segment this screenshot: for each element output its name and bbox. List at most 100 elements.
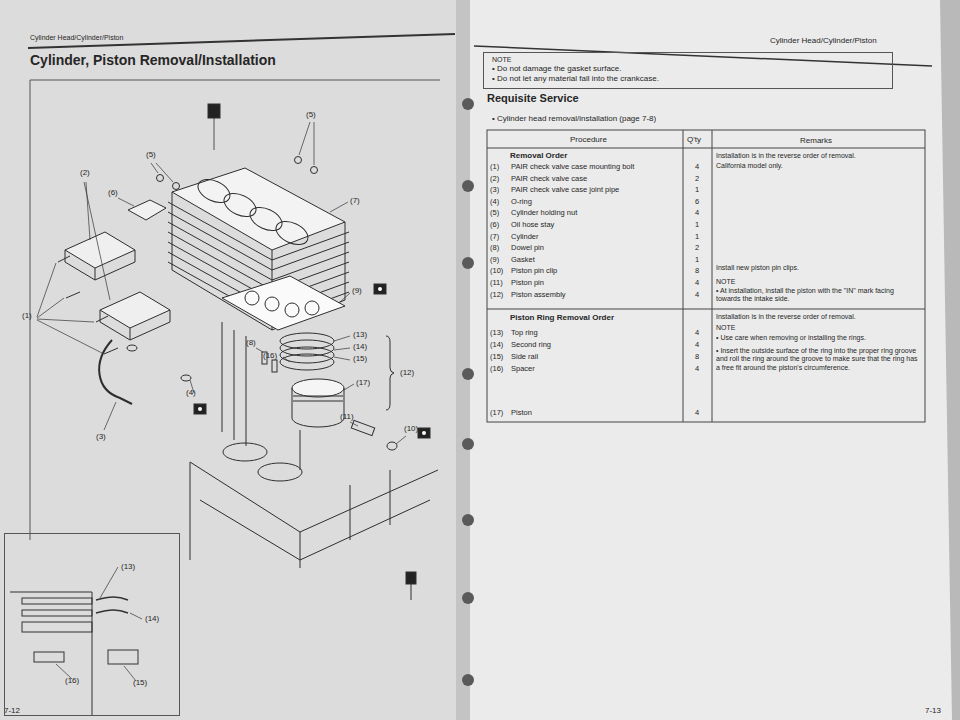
callout-number: (17) xyxy=(356,378,370,388)
table-cell: Second ring xyxy=(511,340,551,349)
callout-number: (14) xyxy=(145,614,159,624)
table-cell: NOTE xyxy=(716,278,735,286)
page-number: 7-13 xyxy=(925,706,941,716)
table-cell: NOTE xyxy=(716,324,735,332)
table-cell: Gasket xyxy=(511,255,535,264)
ring-inset-drawing xyxy=(10,567,142,716)
table-cell: 4 xyxy=(695,408,699,417)
table-cell: Piston Ring Removal Order xyxy=(510,313,614,323)
table-cell: (8) xyxy=(490,243,499,252)
page-number: 7-12 xyxy=(4,706,20,716)
page-title: Cylinder, Piston Removal/Installation xyxy=(30,52,276,69)
callout-number: (8) xyxy=(246,338,256,348)
table-cell: Spacer xyxy=(511,364,535,373)
table-cell: 1 xyxy=(695,232,699,241)
table-cell: PAIR check valve case xyxy=(511,174,587,183)
table-cell: (7) xyxy=(490,232,499,241)
callout-number: (3) xyxy=(96,432,106,442)
table-cell: 4 xyxy=(695,278,699,287)
figure-frame xyxy=(30,80,440,540)
table-cell: Installation is in the reverse order of … xyxy=(716,313,856,321)
table-cell: (12) xyxy=(490,290,503,299)
table-cell: (11) xyxy=(490,278,503,287)
table-cell: Piston xyxy=(511,408,532,417)
header-rule xyxy=(474,46,932,66)
left-page xyxy=(0,0,466,720)
table-cell: (4) xyxy=(490,197,499,206)
table-cell: (10) xyxy=(490,266,503,275)
table-cell: PAIR check valve case joint pipe xyxy=(511,185,619,194)
leader-lines xyxy=(37,122,406,444)
table-cell: Dowel pin xyxy=(511,243,544,252)
callout-number: (15) xyxy=(133,678,147,688)
table-cell: Top ring xyxy=(511,328,538,337)
table-cell: Install new piston pin clips. xyxy=(716,264,799,272)
procedure-table xyxy=(487,130,925,422)
callout-number: (16) xyxy=(263,351,277,361)
table-cell: 6 xyxy=(695,197,699,206)
callout-number: (5) xyxy=(306,110,316,120)
table-cell: O-ring xyxy=(511,197,532,206)
callout-number: (5) xyxy=(146,150,156,160)
table-cell: (1) xyxy=(490,162,499,171)
callout-number: (1) xyxy=(22,311,32,321)
table-cell: 2 xyxy=(695,174,699,183)
right-page xyxy=(466,0,952,720)
inset-box: (13)(14)(16)(15) xyxy=(4,533,180,716)
callout-number: (13) xyxy=(121,562,135,572)
table-cell: (2) xyxy=(490,174,499,183)
table-cell: (13) xyxy=(490,328,503,337)
table-cell: • At installation, install the piston wi… xyxy=(716,287,916,304)
section-heading: Requisite Service xyxy=(487,92,579,105)
table-cell: 2 xyxy=(695,243,699,252)
callout-number: (12) xyxy=(400,368,414,378)
note-text: • Do not let any material fall into the … xyxy=(492,74,884,84)
table-cell: Piston pin clip xyxy=(511,266,557,275)
running-header: Cylinder Head/Cylinder/Piston xyxy=(770,36,877,46)
table-cell: (17) xyxy=(490,408,503,417)
table-cell: Installation is in the reverse order of … xyxy=(716,152,856,160)
table-cell: (6) xyxy=(490,220,499,229)
callout-number: (7) xyxy=(350,196,360,206)
callout-number: (4) xyxy=(186,388,196,398)
table-header: Q'ty xyxy=(687,135,701,145)
table-cell: PAIR check valve case mounting bolt xyxy=(511,162,634,171)
table-header: Remarks xyxy=(800,136,832,146)
table-cell: (3) xyxy=(490,185,499,194)
table-cell: (5) xyxy=(490,208,499,217)
note-box: NOTE• Do not damage the gasket surface.•… xyxy=(483,52,893,89)
table-cell: 4 xyxy=(695,290,699,299)
table-cell: 4 xyxy=(695,340,699,349)
table-cell: 4 xyxy=(695,364,699,373)
table-cell: (9) xyxy=(490,255,499,264)
binding-holes xyxy=(462,98,474,686)
table-cell: California model only. xyxy=(716,162,783,170)
table-cell: Piston assembly xyxy=(511,290,566,299)
note-heading: NOTE xyxy=(492,56,884,64)
table-cell: 1 xyxy=(695,220,699,229)
table-cell: Piston pin xyxy=(511,278,544,287)
table-cell: Side rail xyxy=(511,352,538,361)
table-cell: (16) xyxy=(490,364,503,373)
table-cell: 8 xyxy=(695,266,699,275)
callout-number: (13) xyxy=(353,330,367,340)
table-cell: (15) xyxy=(490,352,503,361)
table-cell: 8 xyxy=(695,352,699,361)
callout-number: (14) xyxy=(353,342,367,352)
table-header: Procedure xyxy=(570,135,607,145)
callout-number: (9) xyxy=(352,286,362,296)
table-cell: 1 xyxy=(695,185,699,194)
table-cell: Removal Order xyxy=(510,151,567,161)
table-cell: 4 xyxy=(695,328,699,337)
table-cell: Cylinder holding nut xyxy=(511,208,577,217)
table-cell: 4 xyxy=(695,208,699,217)
callout-number: (2) xyxy=(80,168,90,178)
exploded-illustration xyxy=(58,104,438,600)
table-cell: 1 xyxy=(695,255,699,264)
table-cell: Oil hose stay xyxy=(511,220,554,229)
header-rule xyxy=(28,34,455,48)
callout-number: (10) xyxy=(404,424,418,434)
callout-number: (15) xyxy=(353,354,367,364)
table-cell: (14) xyxy=(490,340,503,349)
